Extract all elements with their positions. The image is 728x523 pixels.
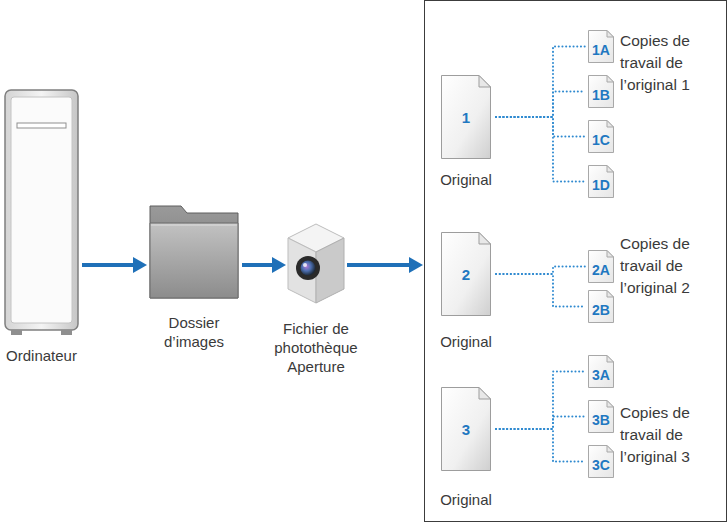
copies-caption: Copies de travail de l’original 1 [620,30,720,96]
flow-arrow [347,257,423,273]
node-caption: Fichier de photothèque Aperture [264,319,368,376]
folder-front [150,223,238,298]
page-outline [589,121,614,153]
computer-node: Ordinateur [3,88,80,338]
arrow-head [133,257,147,273]
working-copy: 3C [588,445,614,478]
original-document: 2Original [441,232,491,316]
working-copy: 2B [588,290,614,323]
original-number: 2 [462,266,470,283]
page-outline [442,388,491,471]
original-number: 1 [462,109,470,126]
working-copy: 1C [588,120,614,153]
node-caption-group: Fichier de photothèque Aperture [264,319,368,376]
page-fold [607,251,614,258]
folder-back [150,206,238,298]
tower-face [11,97,72,323]
folder-icon [150,206,238,298]
page-outline [589,291,614,323]
working-copy: 2A [588,250,614,283]
copies-caption: Copies de travail de l’original 2 [620,233,720,299]
page-fold [607,401,614,408]
page-outline [589,401,614,433]
page-fold [607,76,614,83]
working-copy: 1A [588,30,614,63]
working-copy: 1D [588,165,614,198]
page-outline [589,446,614,478]
page-fold [479,388,491,400]
page-outline [589,166,614,198]
copy-id: 1A [592,42,610,58]
page-fold [607,446,614,453]
page-fold [479,76,491,88]
node-caption: Ordinateur [0,346,90,365]
copy-id: 1B [592,87,610,103]
node-caption: Dossier d’images [154,313,234,351]
copies-caption: Copies de travail de l’original 3 [620,402,720,468]
folder-node: Dossier d’images [148,197,240,300]
original-document: 1Original [441,75,491,159]
page-outline [589,251,614,283]
node-caption-group: Original [426,332,506,351]
page-fold [607,121,614,128]
page-outline [589,76,614,108]
arrow-head [272,257,286,273]
page-fold [607,291,614,298]
page-fold [479,233,491,245]
flow-arrow [82,257,147,273]
copy-id: 3B [592,412,610,428]
copy-id: 3A [592,367,610,383]
tower-body [5,90,78,330]
arrow-head [409,257,423,273]
copy-id: 1C [592,132,610,148]
copy-id: 1D [592,177,610,193]
node-caption-group: Dossier d’images [154,313,234,351]
lens-highlight [303,263,307,267]
node-caption: Original [426,490,506,509]
node-caption-group: Original [426,170,506,189]
copy-id: 2B [592,302,610,318]
folder-highlight [151,225,237,226]
cube-left [288,238,316,303]
cube-right [316,238,344,303]
page-outline [442,233,491,316]
working-copy: 3A [588,355,614,388]
page-outline [589,31,614,63]
original-document: 3Original [441,387,491,471]
page-fold [607,356,614,363]
library-file-node: Fichier de photothèque Aperture [287,222,345,305]
page-outline [589,356,614,388]
page-fold [607,31,614,38]
flow-arrow [242,257,286,273]
node-caption-group: Original [426,490,506,509]
tower-foot [61,330,72,335]
computer-tower [5,90,78,335]
working-copy: 1B [588,75,614,108]
original-number: 3 [462,421,470,438]
page-outline [442,76,491,159]
node-caption-group: Ordinateur [0,346,90,365]
node-caption: Original [426,170,506,189]
arrow-shaft [82,263,134,267]
working-copy: 3B [588,400,614,433]
aperture-cube-icon [288,224,344,303]
arrow-shaft [347,263,410,267]
copy-id: 2A [592,262,610,278]
tower-foot [11,330,22,335]
lens-ring [296,256,320,280]
lens-glass [301,261,316,276]
node-caption: Original [426,332,506,351]
copy-id: 3C [592,457,610,473]
page-fold [607,166,614,173]
arrow-shaft [242,263,273,267]
drive-slot [17,123,66,128]
